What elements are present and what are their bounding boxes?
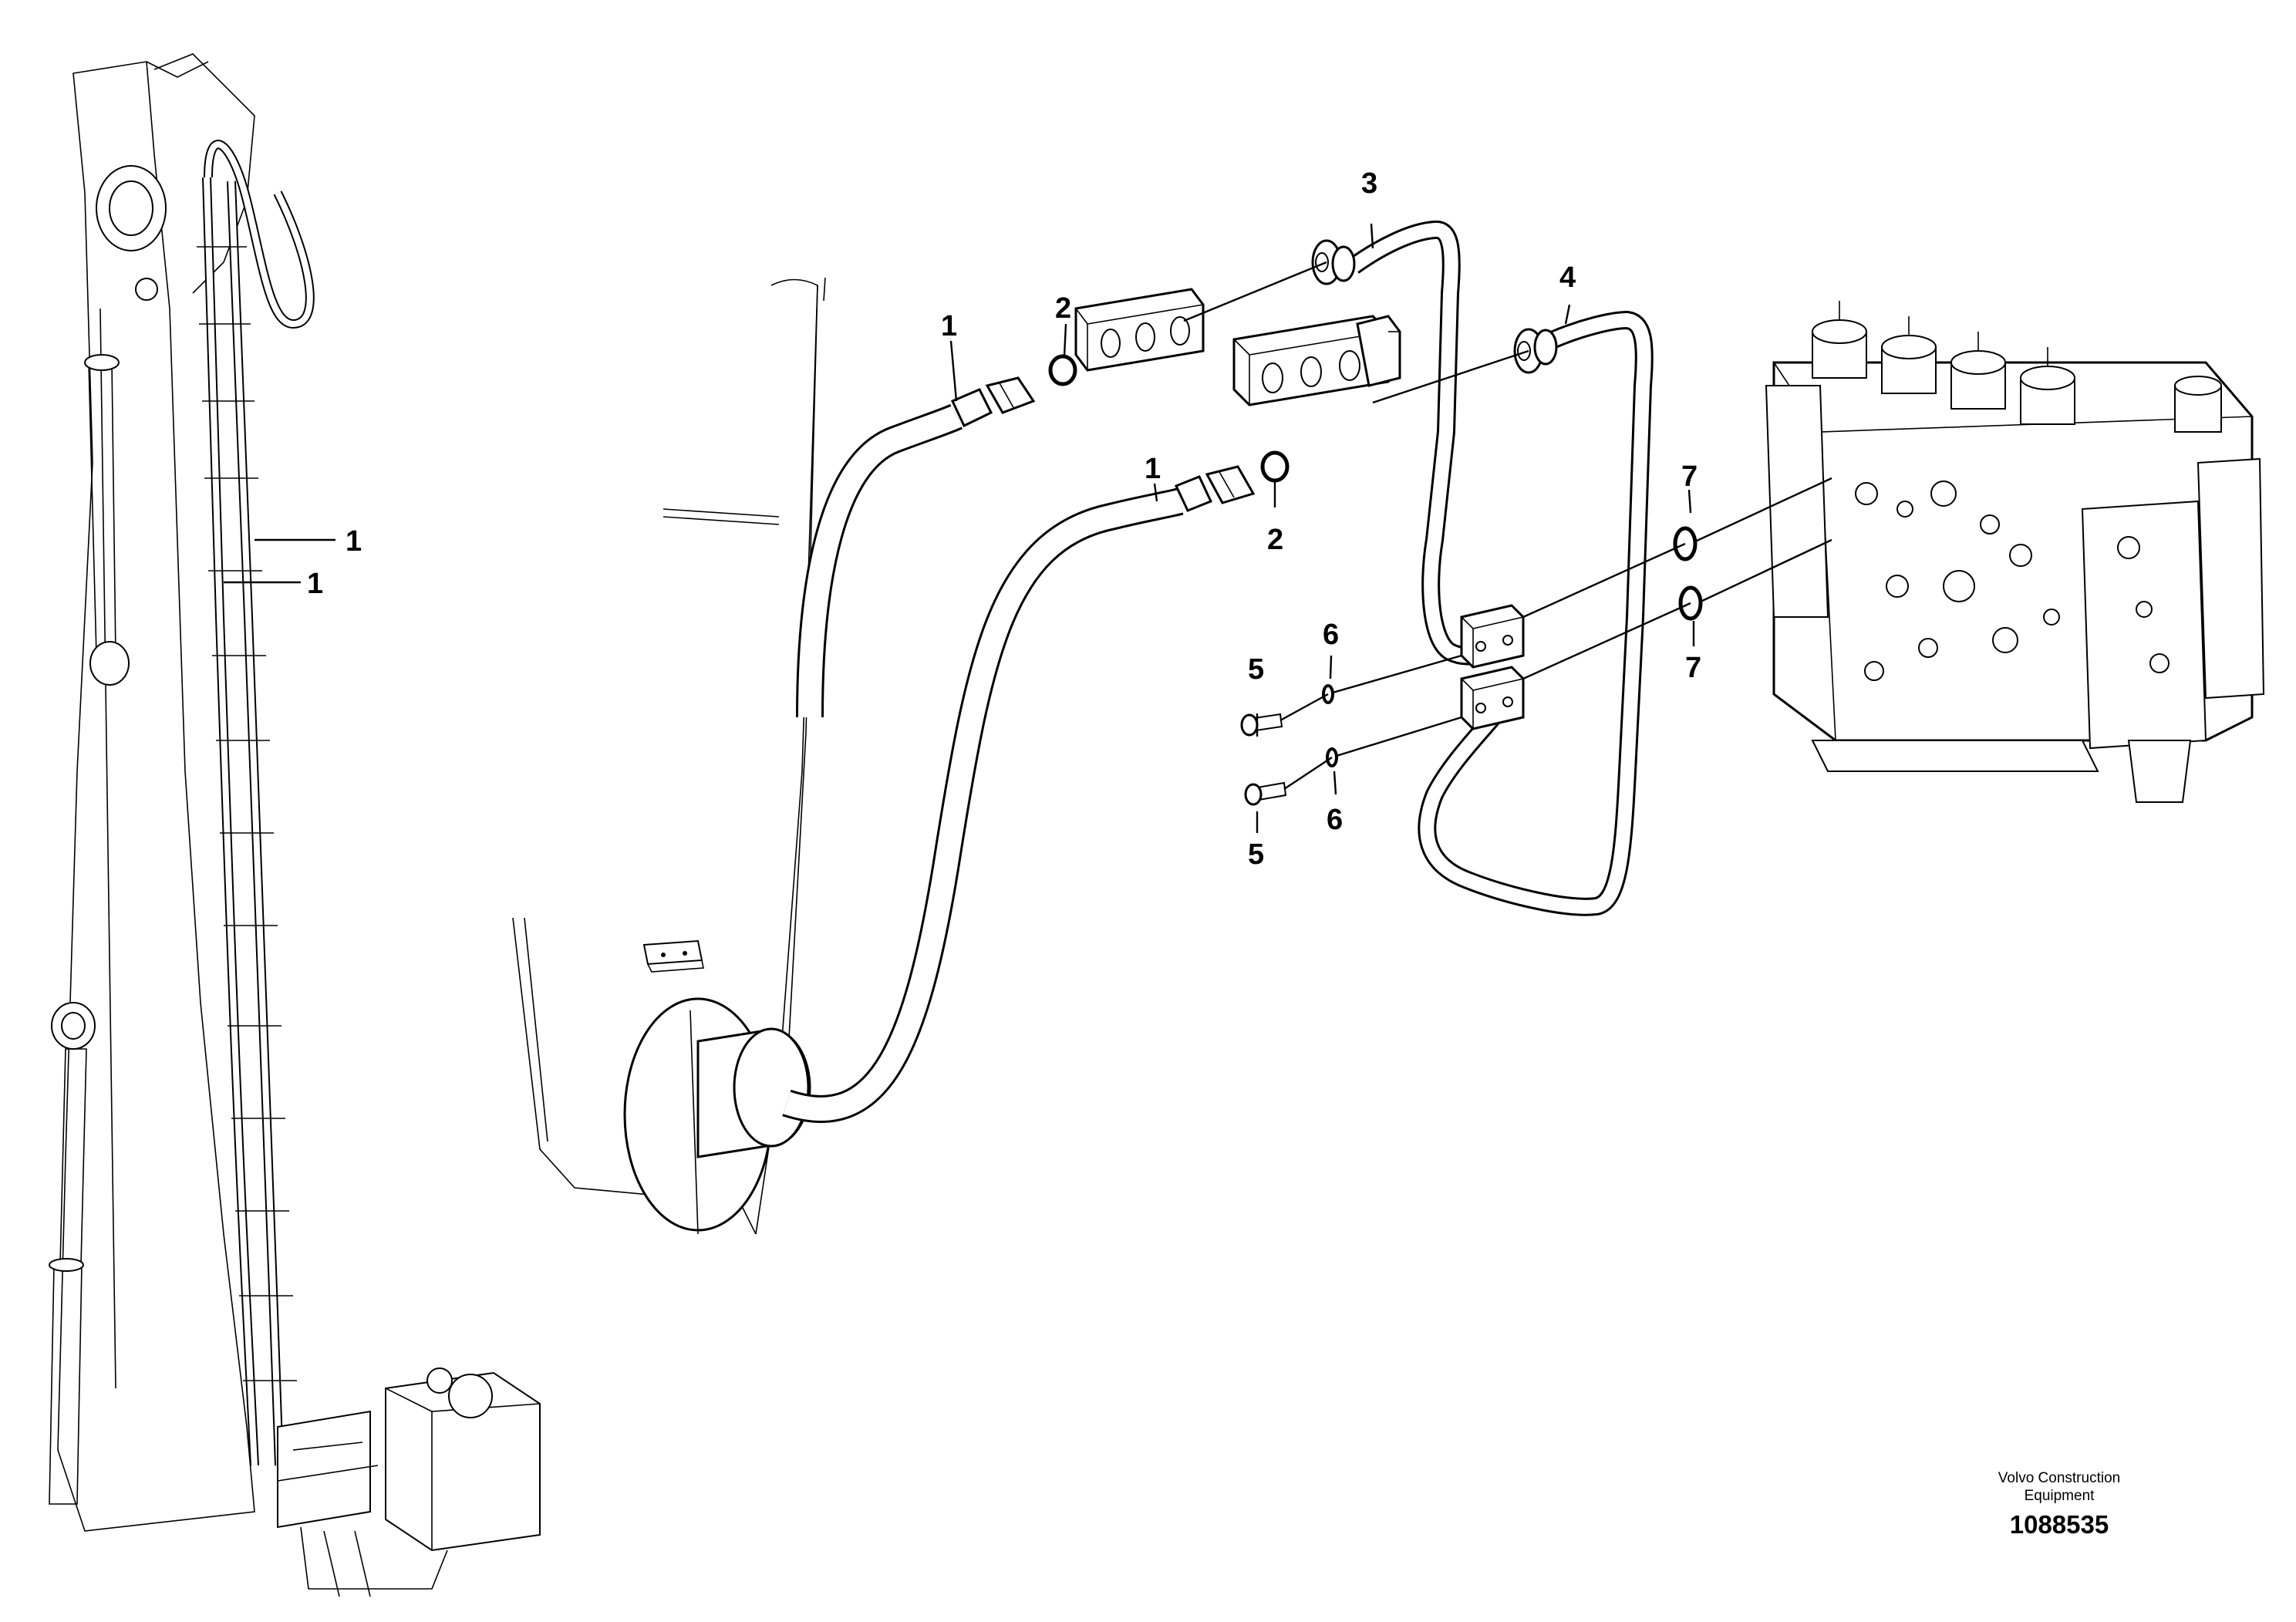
drawing-number: 1088535 xyxy=(2009,1510,2109,1539)
callout-6: 6 xyxy=(1323,619,1339,651)
callout-1: 1 xyxy=(307,568,323,600)
hose-fitting-lower xyxy=(1174,465,1256,512)
callout-5: 5 xyxy=(1248,838,1264,871)
callout-7: 7 xyxy=(1685,652,1701,684)
pipe-4-fitting xyxy=(1513,328,1558,374)
boom-assembly xyxy=(49,53,541,1597)
leader-lines xyxy=(224,223,1832,833)
callout-labels: 1 1 1 1 2 2 3 4 5 5 6 6 7 7 xyxy=(307,167,1701,871)
callout-5: 5 xyxy=(1248,653,1264,686)
clamp-block-middle xyxy=(1232,315,1390,406)
o-ring-upper xyxy=(1048,354,1077,386)
company-line-2: Equipment xyxy=(2024,1488,2095,1504)
callout-2: 2 xyxy=(1267,524,1283,556)
callout-1: 1 xyxy=(346,525,362,558)
callout-1: 1 xyxy=(941,310,957,342)
clamp-block-right xyxy=(1356,315,1401,387)
o-ring-7-lower xyxy=(1678,585,1703,621)
clamp-block-upper xyxy=(1074,288,1205,372)
pipe-3 xyxy=(1348,220,1501,666)
flange-upper xyxy=(1460,604,1525,669)
washer-upper xyxy=(1322,684,1334,704)
hose-assembly-upper xyxy=(796,403,963,718)
hose-fitting-upper xyxy=(950,376,1036,428)
callout-4: 4 xyxy=(1559,261,1576,294)
hose-clamps xyxy=(197,246,297,1381)
callout-3: 3 xyxy=(1361,167,1377,200)
company-name: Volvo Construction Equipment xyxy=(1928,1469,2190,1505)
company-line-1: Volvo Construction xyxy=(1998,1470,2121,1486)
hose-assembly-lower xyxy=(782,487,1184,1123)
boom-base-control-valve xyxy=(277,1367,541,1597)
screw-lower xyxy=(1244,781,1287,806)
callout-7: 7 xyxy=(1681,460,1698,493)
screw-upper xyxy=(1240,713,1283,737)
main-control-valve xyxy=(1765,301,2265,803)
pipe-3-fitting xyxy=(1311,239,1356,285)
o-ring-7-upper xyxy=(1673,526,1698,561)
callout-6: 6 xyxy=(1327,804,1343,836)
callout-2: 2 xyxy=(1055,292,1071,325)
pipe-4 xyxy=(1418,311,1654,916)
swivel-joint xyxy=(623,997,811,1235)
callout-1: 1 xyxy=(1145,453,1161,485)
washer-lower xyxy=(1326,747,1338,767)
flange-lower xyxy=(1460,666,1525,730)
o-ring-lower xyxy=(1260,450,1290,483)
